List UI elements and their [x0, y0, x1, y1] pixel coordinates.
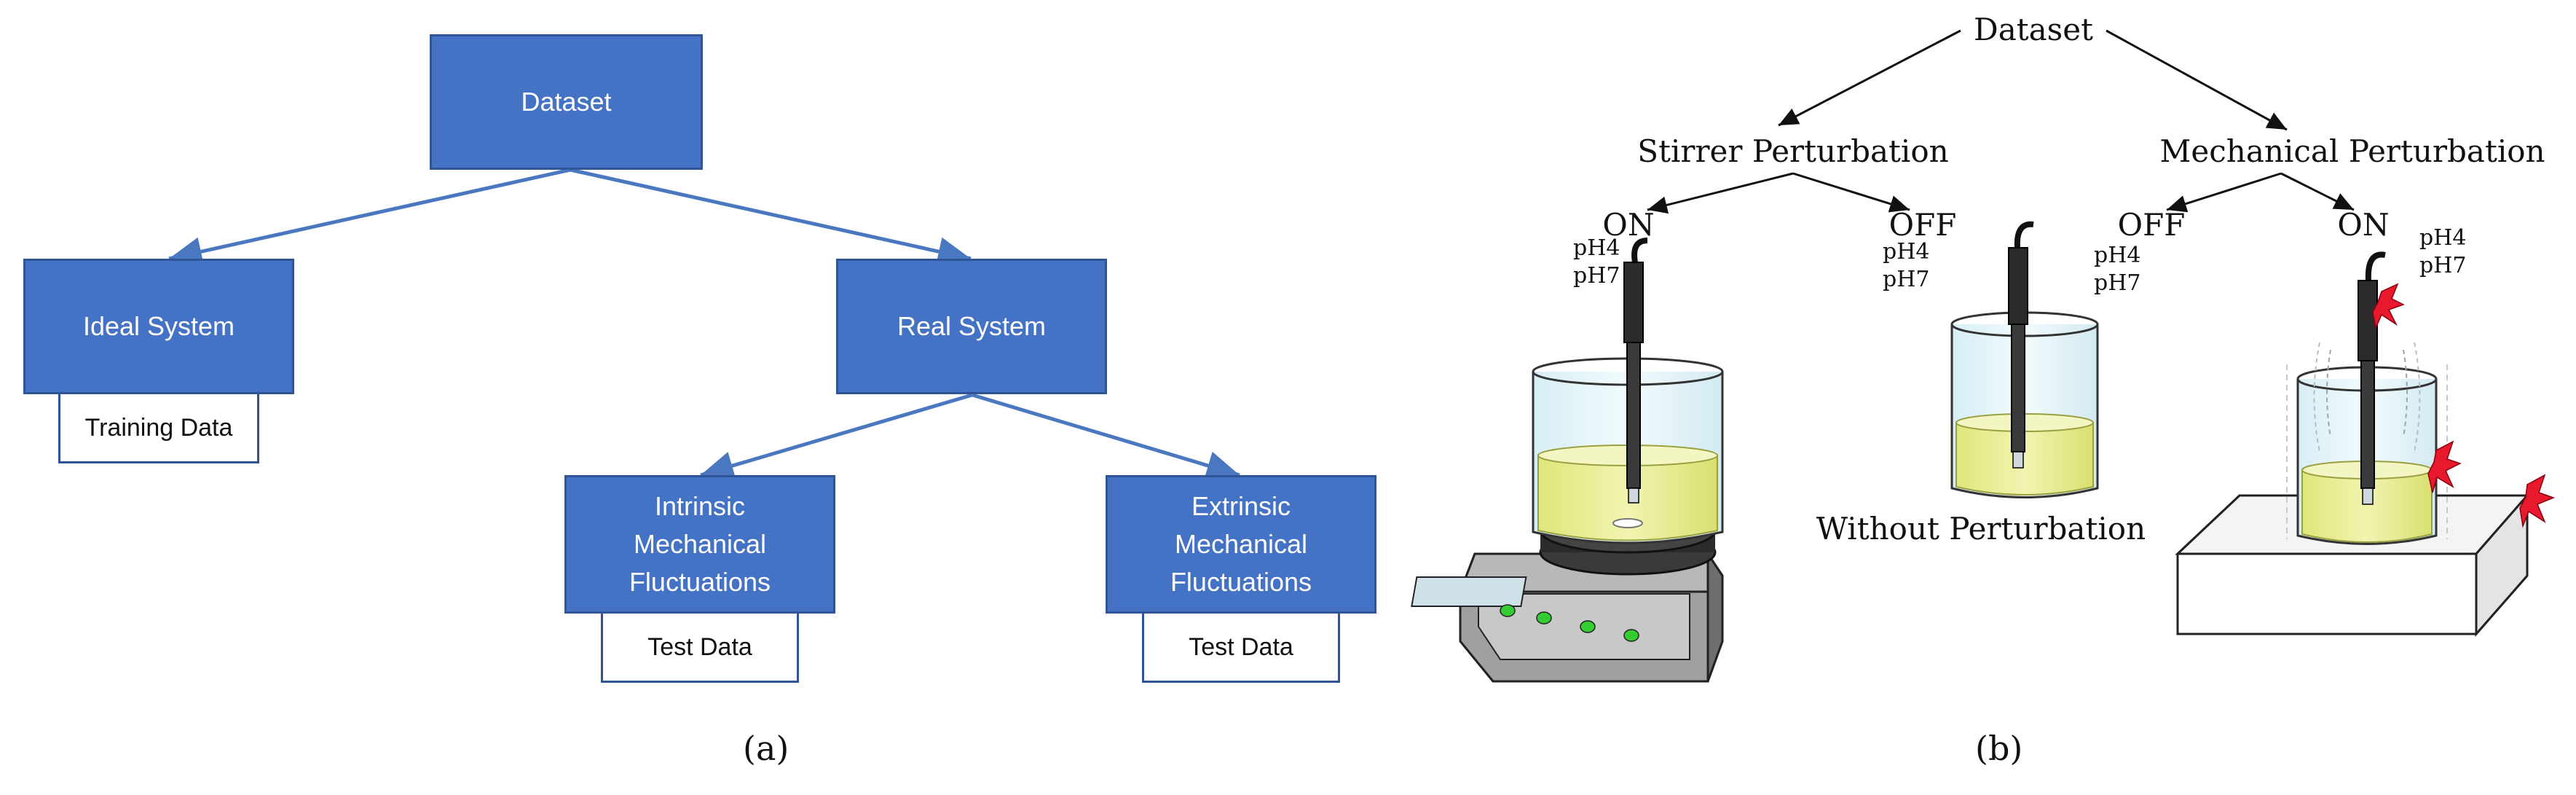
intrinsic-line-1: Intrinsic: [654, 491, 746, 521]
ph7-off-right: pH7: [2094, 270, 2140, 296]
b-dataset-label: Dataset: [1974, 12, 2093, 47]
extrinsic-line-3: Fluctuations: [1170, 567, 1312, 597]
b-arrow-mechanical-on: [2280, 172, 2355, 211]
b-on-left: ON: [1602, 207, 1654, 243]
extrinsic-test-data-label: Test Data: [1142, 614, 1340, 683]
magnetic-stirrer-illustration: [1411, 238, 1724, 683]
b-arrow-dataset-mechanical: [2106, 29, 2288, 131]
mechanical-perturbation-setup: [2175, 251, 2556, 637]
ph4-off-left: pH4: [1883, 239, 1929, 265]
without-perturbation-label: Without Perturbation: [1816, 511, 2146, 547]
ph7-on-right: pH7: [2419, 253, 2466, 278]
spark-icon-beaker: [2427, 440, 2462, 493]
spark-icon-probe: [2372, 283, 2405, 330]
intrinsic-fluctuations-box: Intrinsic Mechanical Fluctuations: [564, 475, 835, 614]
panel-a-connectors: [168, 168, 1240, 480]
extrinsic-fluctuations-box: Extrinsic Mechanical Fluctuations: [1106, 475, 1376, 614]
arrow-real-to-intrinsic: [700, 393, 973, 480]
b-off-right: OFF: [2118, 207, 2186, 243]
ph7-left: pH7: [1573, 263, 1620, 289]
dataset-box: Dataset: [430, 34, 703, 170]
b-on-right: ON: [2337, 207, 2389, 243]
arrow-dataset-to-real: [570, 168, 972, 266]
b-arrow-mechanical-off: [2166, 172, 2282, 213]
intrinsic-line-3: Fluctuations: [629, 567, 771, 597]
b-off-left: OFF: [1889, 207, 1957, 243]
intrinsic-line-2: Mechanical: [633, 529, 767, 559]
b-arrow-stirrer-off: [1792, 172, 1910, 213]
training-data-label: Training Data: [58, 394, 259, 463]
spark-icon-table: [2519, 474, 2556, 528]
b-stirrer-label: Stirrer Perturbation: [1637, 133, 1948, 169]
b-arrow-stirrer-on: [1647, 172, 1794, 214]
arrow-dataset-to-ideal: [168, 168, 571, 266]
b-mechanical-label: Mechanical Perturbation: [2159, 133, 2545, 169]
extrinsic-line-1: Extrinsic: [1191, 491, 1291, 521]
no-perturbation-beaker: [1950, 221, 2099, 498]
arrow-real-to-extrinsic: [972, 393, 1240, 480]
caption-a: (a): [743, 729, 789, 768]
extrinsic-line-2: Mechanical: [1174, 529, 1308, 559]
ph4-left: pH4: [1573, 235, 1620, 261]
b-arrow-dataset-stirrer: [1778, 29, 1961, 127]
real-system-box: Real System: [836, 259, 1107, 394]
caption-b: (b): [1975, 729, 2023, 768]
ph7-off-left: pH7: [1883, 267, 1929, 292]
ph4-off-right: pH4: [2094, 243, 2140, 268]
ideal-system-box: Ideal System: [23, 259, 294, 394]
ph4-on-right: pH4: [2419, 225, 2466, 251]
intrinsic-test-data-label: Test Data: [601, 614, 799, 683]
